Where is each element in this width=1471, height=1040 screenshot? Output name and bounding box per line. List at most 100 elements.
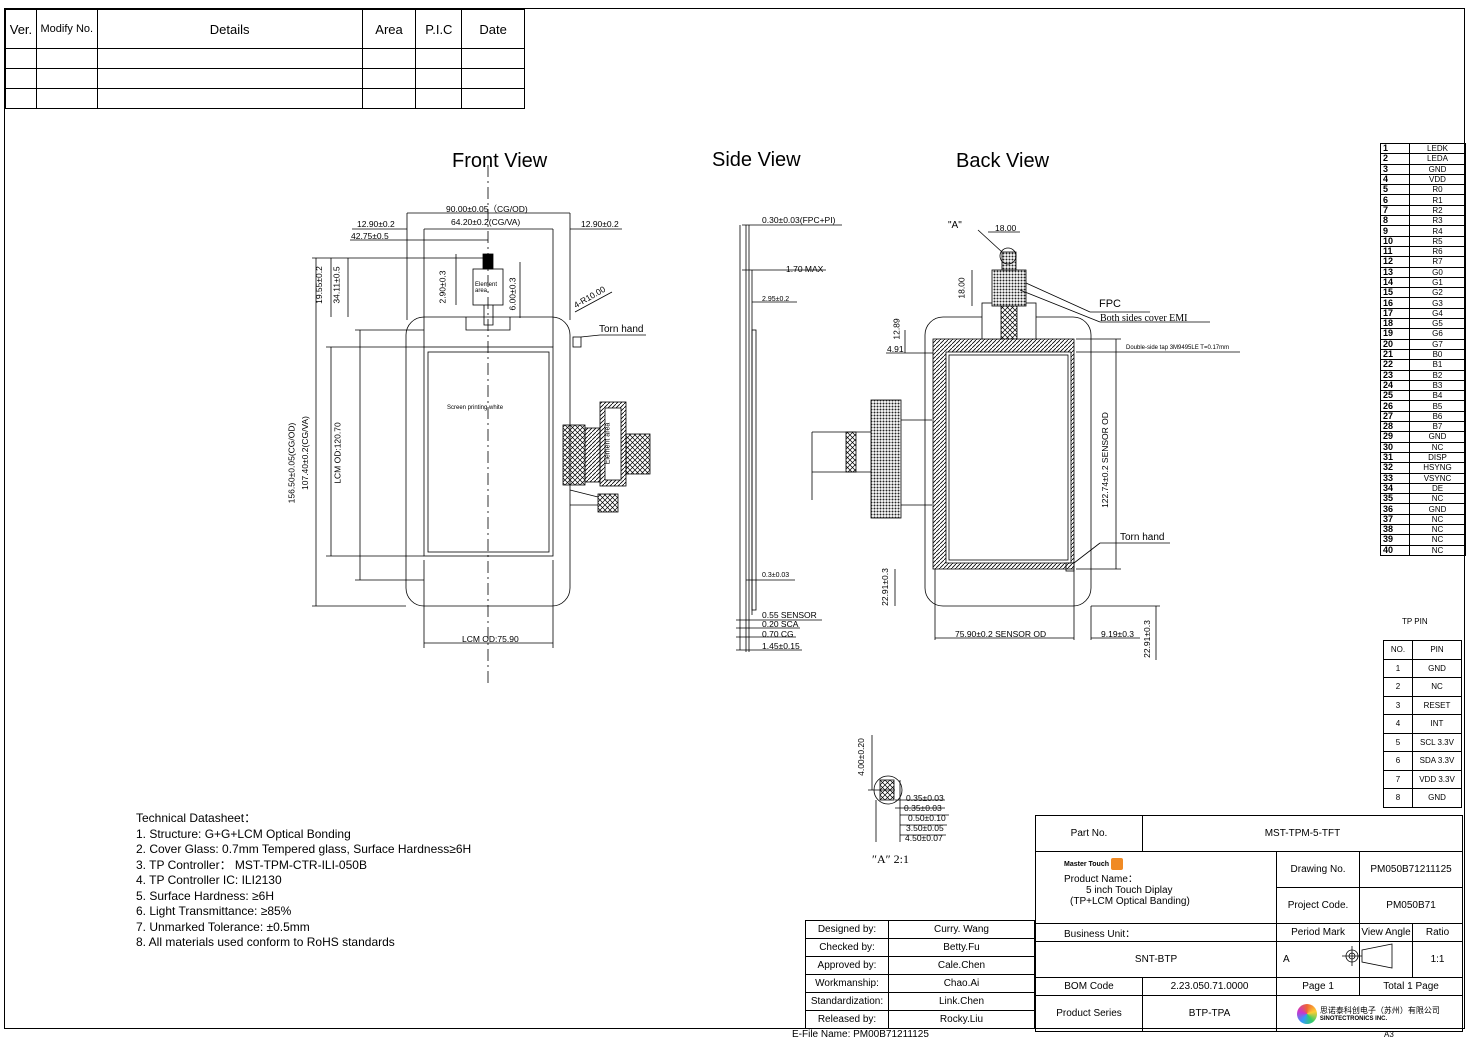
pin-signal: NC <box>1409 534 1466 546</box>
dim-2-90: 2.90±0.3 <box>437 270 448 304</box>
table-row <box>5 68 525 89</box>
pin-signal: LEDK <box>1409 142 1466 155</box>
dim-cg-od-width: 90.00±0.05（CG/OD) <box>446 204 528 214</box>
list-item: 4. TP Controller IC: ILI2130 <box>136 873 282 887</box>
pin-signal: G1 <box>1409 276 1466 289</box>
table-row: Standardization:Link.Chen <box>805 992 1035 1011</box>
tp-header-no: NO. <box>1383 640 1413 660</box>
pin-number: 24 <box>1380 379 1410 392</box>
table-row: Checked by:Betty.Fu <box>805 938 1035 957</box>
detail-a-label: ″A″ 2:1 <box>872 852 909 866</box>
dim-a-label: "A" <box>948 220 962 231</box>
dim-19-55: 19.55±0.2 <box>313 266 324 304</box>
pin-number: 26 <box>1380 400 1410 412</box>
pin-signal: GND <box>1409 163 1466 175</box>
title-block: Part No. MST-TPM-5-TFT Master Touch Prod… <box>1034 815 1463 1032</box>
pin-number: 13 <box>1380 266 1410 278</box>
detail-a-l3: 0.50±0.10 <box>908 813 946 823</box>
pin-signal: B6 <box>1409 410 1466 423</box>
pin-number: 21 <box>1380 348 1410 361</box>
pin-number: 19 <box>1380 328 1410 340</box>
detail-a-l4: 3.50±0.05 <box>906 823 944 833</box>
dim-cg: 0.70 CG <box>762 629 794 639</box>
period-mark-label: Period Mark <box>1276 923 1361 942</box>
tp-header-pin: PIN <box>1412 640 1462 660</box>
file-name: E-File Name: PM00B71211125 <box>792 1029 929 1040</box>
front-torn-hand: Torn hand <box>599 324 644 335</box>
detail-a <box>868 735 949 842</box>
company-logo-icon <box>1297 1003 1318 1024</box>
detail-a-l2: 0.35±0.03 <box>904 803 942 813</box>
ratio: 1:1 <box>1412 941 1463 978</box>
product-name-2: (TP+LCM Optical Banding) <box>1070 896 1190 907</box>
technical-notes: Technical Datasheet： 1. Structure: G+G+L… <box>136 811 471 951</box>
tp-pin-signal: GND <box>1412 788 1462 808</box>
back-torn-hand: Torn hand <box>1120 532 1165 543</box>
dim-cg-va-width: 64.20±0.2(CG/VA) <box>451 217 521 227</box>
dim-22-91-a: 22.91±0.3 <box>879 568 890 606</box>
pin-signal: VSYNC <box>1409 472 1466 484</box>
fpc-label: FPC <box>1099 298 1121 310</box>
signoff-role: Designed by: <box>805 920 889 939</box>
rev-header-date: Date <box>461 9 525 49</box>
detail-a-l5: 4.50±0.07 <box>905 833 943 843</box>
tp-pin-signal: NC <box>1412 677 1462 697</box>
list-item: 5. Surface Hardness: ≥6H <box>136 888 274 903</box>
total-pages: Total 1 Page <box>1359 977 1463 996</box>
pin-number: 37 <box>1380 513 1410 525</box>
pin-number: 5 <box>1380 184 1410 196</box>
ratio-label: Ratio <box>1412 923 1463 942</box>
dim-34-11: 34.11±0.5 <box>331 266 342 304</box>
sheet-size: A3 <box>1384 1030 1394 1039</box>
tp-pin-signal: RESET <box>1412 695 1462 715</box>
list-item: 6. Light Transmittance: ≥85% <box>136 904 292 918</box>
back-view-title: Back View <box>956 150 1050 172</box>
emi-label: Both sides cover EMI <box>1100 313 1188 324</box>
bom-label: BOM Code <box>1035 977 1143 996</box>
table-row <box>5 48 525 69</box>
dim-sensor-od-h: 122.74±0.2 SENSOR OD <box>1099 412 1110 508</box>
dim-0-3: 0.3±0.03 <box>762 572 790 579</box>
pin-number: 34 <box>1380 482 1410 495</box>
pin-number: 22 <box>1380 359 1410 371</box>
pin-signal: HSYNG <box>1409 462 1466 474</box>
pin-number: 40 <box>1380 544 1410 556</box>
pin-signal: NC <box>1409 523 1466 536</box>
view-angle-label: View Angle <box>1359 923 1414 942</box>
pin-signal: NC <box>1409 544 1466 556</box>
pin-signal: G6 <box>1409 328 1466 340</box>
dim-fpc-pi: 0.30±0.03(FPC+PI) <box>762 215 836 225</box>
company-cn: 思诺泰科创电子（苏州）有限公司 <box>1319 1006 1440 1015</box>
dim-6-00: 6.00±0.3 <box>507 277 518 311</box>
tp-pin-number: 8 <box>1383 788 1413 808</box>
pin-signal: R7 <box>1409 256 1466 268</box>
pin-signal: R1 <box>1409 194 1466 206</box>
pin-signal: B2 <box>1409 369 1466 381</box>
pin-signal: VDD <box>1409 173 1466 186</box>
dim-height-od: 156.50±0.05(CG/OD) <box>286 422 297 504</box>
pin-number: 4 <box>1380 173 1410 186</box>
product-name-label: Product Name： <box>1064 874 1138 885</box>
pin-signal: G5 <box>1409 318 1466 330</box>
pin-number: 17 <box>1380 307 1410 320</box>
pin-number: 16 <box>1380 297 1410 309</box>
pin-signal: G7 <box>1409 338 1466 350</box>
dim-12-89: 12.89 <box>891 318 902 340</box>
